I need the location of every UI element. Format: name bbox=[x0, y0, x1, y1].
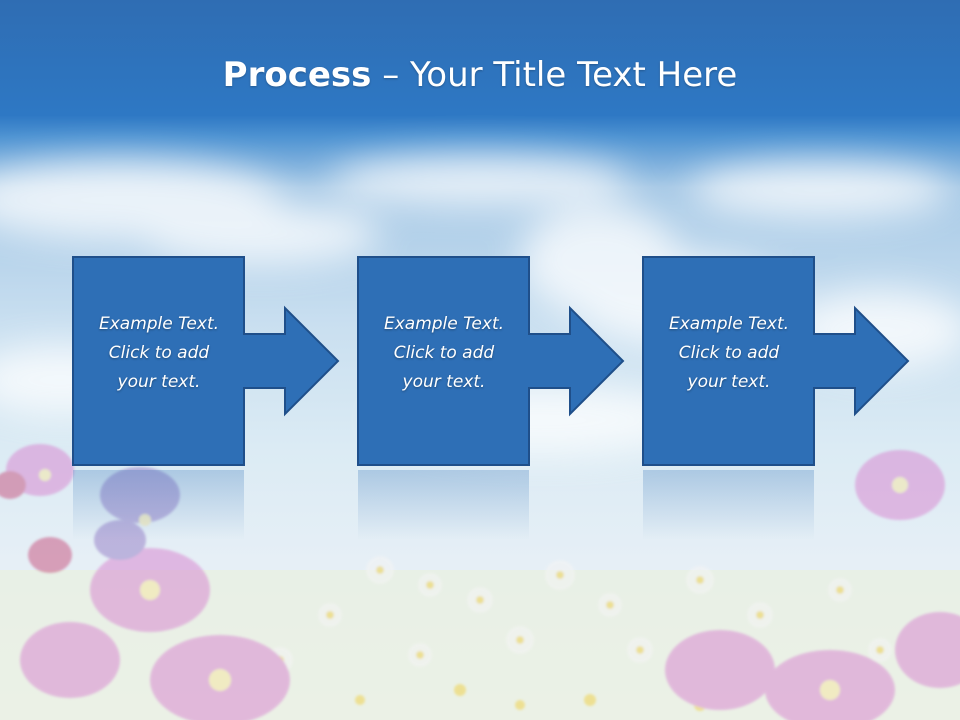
process-step-1[interactable]: Example Text. Click to add your text. bbox=[72, 256, 342, 468]
process-step-reflection bbox=[73, 470, 244, 540]
step-text-line: your text. bbox=[117, 372, 201, 392]
step-text-line: Click to add bbox=[678, 343, 780, 363]
step-text-line: Click to add bbox=[393, 343, 495, 363]
process-arrow-shape bbox=[357, 256, 625, 466]
process-step-2[interactable]: Example Text. Click to add your text. bbox=[357, 256, 627, 468]
process-step-reflection bbox=[358, 470, 529, 540]
process-arrow-shape bbox=[72, 256, 340, 466]
process-arrow-shape bbox=[642, 256, 910, 466]
step-text-line: Example Text. bbox=[668, 314, 790, 334]
step-text-line: Example Text. bbox=[383, 314, 505, 334]
slide-title[interactable]: Process – Your Title Text Here bbox=[0, 52, 960, 98]
process-step-text[interactable]: Example Text. Click to add your text. bbox=[359, 310, 529, 397]
process-step-text[interactable]: Example Text. Click to add your text. bbox=[74, 310, 244, 397]
title-dash: – bbox=[371, 55, 411, 95]
process-step-text[interactable]: Example Text. Click to add your text. bbox=[644, 310, 814, 397]
process-step-3[interactable]: Example Text. Click to add your text. bbox=[642, 256, 912, 468]
flower-field-background bbox=[0, 444, 960, 720]
step-text-line: Click to add bbox=[108, 343, 210, 363]
title-rest: Your Title Text Here bbox=[410, 55, 738, 95]
title-bold: Process bbox=[222, 55, 372, 95]
step-text-line: Example Text. bbox=[98, 314, 220, 334]
step-text-line: your text. bbox=[402, 372, 486, 392]
process-step-reflection bbox=[643, 470, 814, 540]
step-text-line: your text. bbox=[687, 372, 771, 392]
